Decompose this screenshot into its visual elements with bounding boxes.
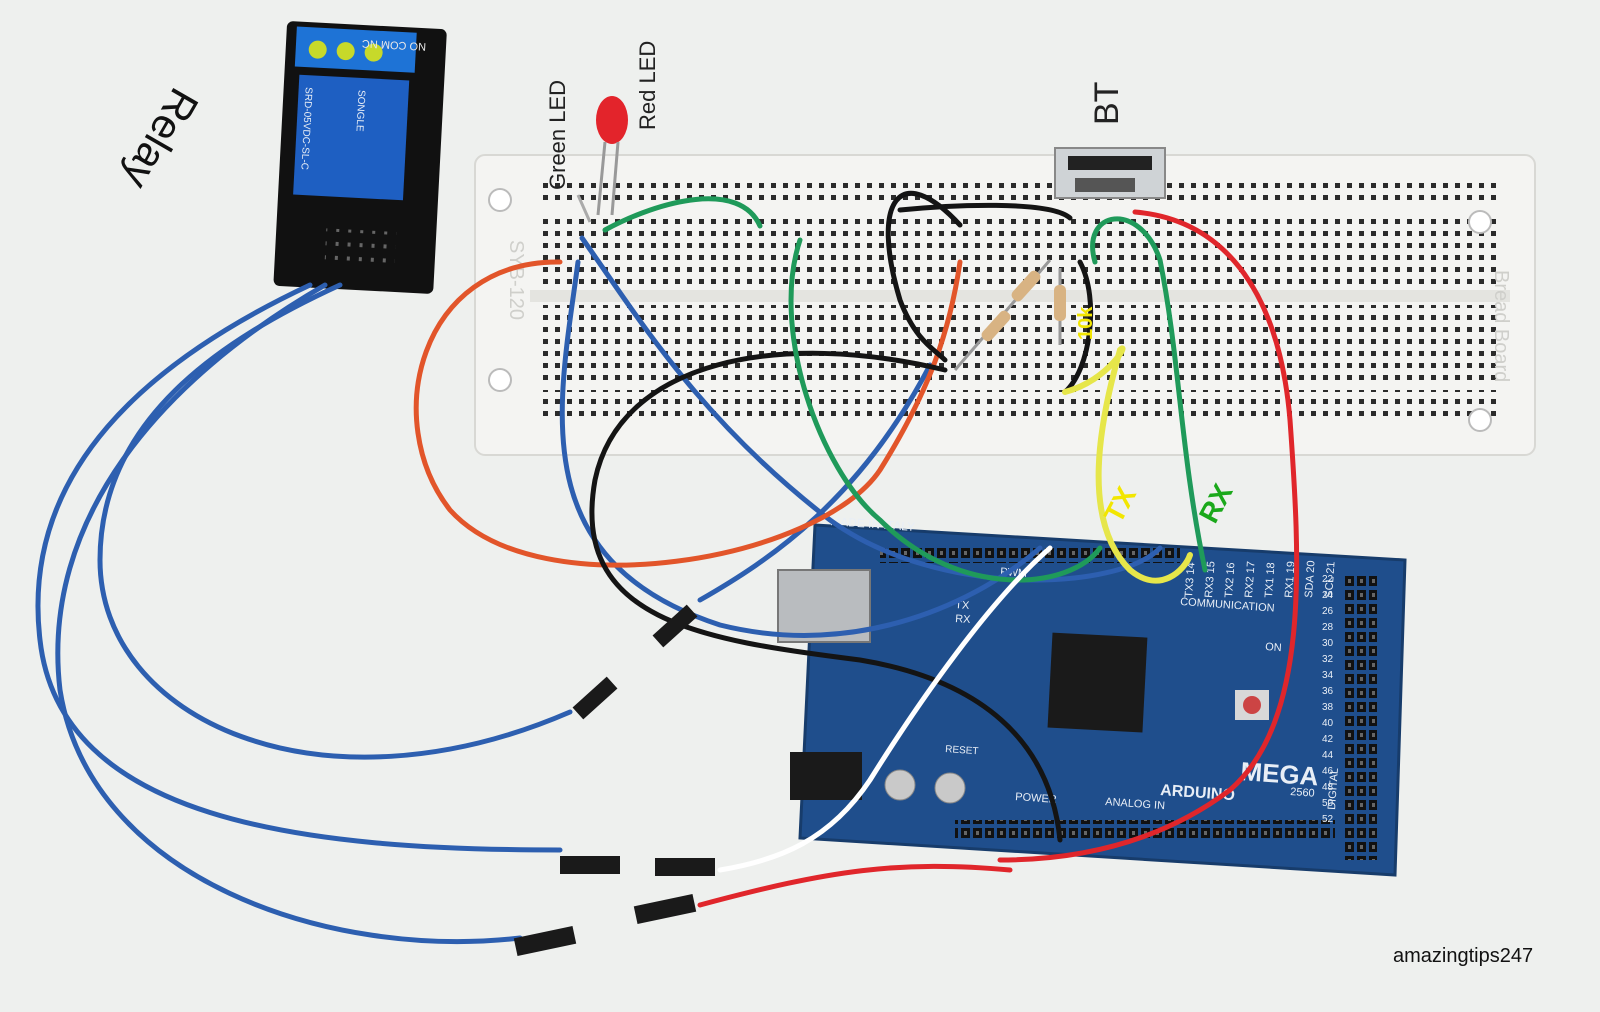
serial-pin-label: TX3 14 (1183, 562, 1197, 598)
wire-red-a (997, 209, 1300, 863)
digital-pin-number: 44 (1322, 750, 1334, 761)
wire-blue-relay-2 (55, 282, 523, 945)
green-led-label: Green LED (545, 80, 570, 190)
wire-blue-b (579, 235, 1163, 583)
serial-pin-label: SCL 21 (1323, 561, 1338, 598)
digital-pin-number: 52 (1322, 814, 1334, 825)
relay-module: NO COM NC SONGLE SRD-05VDC-SL-C (273, 21, 447, 294)
board-digital-text: DIGITAL (1326, 767, 1341, 810)
jumper-connector (655, 858, 715, 876)
watermark: amazingtips247 (1393, 945, 1533, 967)
board-origin-text: MADE IN ITALY (830, 514, 916, 534)
red-led-label: Red LED (635, 41, 660, 130)
jumper-connector (560, 856, 620, 874)
resistors (953, 259, 1066, 371)
breadboard-brand-text: Bread Board (1490, 270, 1512, 382)
resistor-label: 10k (1075, 306, 1097, 340)
digital-pin-number: 24 (1322, 590, 1334, 601)
digital-pin-number: 26 (1322, 606, 1334, 617)
digital-pin-number: 40 (1322, 718, 1334, 729)
digital-pin-number: 42 (1322, 734, 1334, 745)
board-model-text: MEGA (1240, 756, 1320, 791)
wire-black-c (897, 202, 1073, 221)
atmega-chip (1047, 632, 1148, 733)
board-power-text: POWER (1015, 791, 1057, 806)
digital-pin-number: 32 (1322, 654, 1334, 665)
jumper-connector (572, 676, 618, 720)
wire-blue-relay-1 (35, 282, 563, 853)
wire-green-c (1090, 216, 1208, 573)
digital-pin-number: 46 (1322, 766, 1334, 777)
digital-pin-number: 48 (1322, 782, 1334, 793)
digital-pin-number: 30 (1322, 638, 1334, 649)
digital-pin-number: 36 (1322, 686, 1334, 697)
jumper-connector (513, 925, 577, 957)
wire-green-a (602, 196, 763, 233)
bluetooth-module (1054, 147, 1166, 199)
digital-pin-number: 34 (1322, 670, 1334, 681)
bt-label: BT (1088, 82, 1126, 125)
digital-pin-number: 38 (1322, 702, 1334, 713)
wires (35, 190, 1300, 957)
wire-black-d (1062, 259, 1094, 395)
board-on-text: ON (1265, 641, 1282, 654)
digital-pin-numbers: 22 24 26 28 30 32 34 36 38 40 42 44 46 48 50 52 (1322, 574, 1334, 825)
breadboard-model-text: SYB-120 (505, 240, 527, 320)
serial-pin-label: SDA 20 (1303, 560, 1318, 598)
relay-terminal-text: NO COM NC (362, 37, 427, 52)
digital-pin-number: 28 (1322, 622, 1334, 633)
serial-pin-label: RX2 17 (1243, 561, 1258, 598)
board-reset-text: RESET (945, 744, 979, 757)
wire-yellow-tx (1062, 345, 1193, 584)
wire-orange (413, 259, 963, 568)
arduino-mega-board: ARDUINO MEGA 2560 MADE IN ITALY PWM COMM… (777, 514, 1407, 877)
digital-pin-number: 22 (1322, 574, 1334, 585)
serial-pin-label: TX1 18 (1263, 562, 1277, 598)
wire-blue-relay-3 (97, 282, 573, 760)
jumper-connector (652, 604, 698, 648)
wire-black-b (885, 190, 963, 363)
board-analog-text: ANALOG IN (1105, 796, 1166, 812)
jumper-connector (633, 893, 697, 925)
wire-white (717, 545, 1053, 873)
rx-label: RX (1193, 479, 1239, 528)
relay-label: Relay (114, 81, 208, 198)
relay-brand-text: SONGLE (353, 90, 366, 133)
green-led (576, 194, 592, 223)
red-led (596, 96, 628, 216)
power-jack (790, 752, 862, 800)
wire-green-b (788, 237, 1103, 583)
wire-red-b (697, 863, 1013, 908)
digital-pin-number: 50 (1322, 798, 1334, 809)
relay-coil-text: SRD-05VDC-SL-C (298, 87, 313, 170)
wire-black-a (589, 350, 1063, 843)
board-rx-led-text: RX (955, 613, 972, 626)
serial-pin-label: TX2 16 (1223, 562, 1237, 598)
wire-blue-c (697, 362, 933, 603)
board-model-number-text: 2560 (1290, 786, 1315, 800)
